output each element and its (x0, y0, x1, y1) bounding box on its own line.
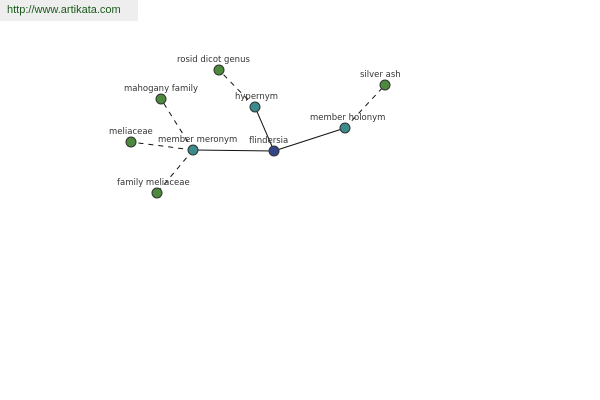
node-label-rosid-dicot-genus[interactable]: rosid dicot genus (177, 55, 250, 65)
node-family-meliaceae[interactable] (151, 187, 163, 199)
nodes-layer (125, 64, 391, 199)
node-mahogany-family[interactable] (155, 93, 167, 105)
node-meliaceae[interactable] (125, 136, 137, 148)
node-label-flindersia[interactable]: flindersia (249, 136, 288, 146)
edge-member-meronym-to-meliaceae (130, 141, 194, 151)
node-label-family-meliaceae[interactable]: family meliaceae (117, 178, 190, 188)
node-label-silver-ash[interactable]: silver ash (360, 70, 401, 80)
node-label-member-meronym[interactable]: member meronym (158, 135, 237, 145)
edges-layer (130, 69, 386, 194)
node-flindersia[interactable] (268, 145, 280, 157)
node-label-member-holonym[interactable]: member holonym (310, 113, 385, 123)
node-hypernym[interactable] (249, 101, 261, 113)
node-rosid-dicot-genus[interactable] (213, 64, 225, 76)
node-label-mahogany-family[interactable]: mahogany family (124, 84, 198, 94)
node-label-hypernym[interactable]: hypernym (235, 92, 278, 102)
edge-flindersia-to-member-meronym (192, 149, 275, 152)
edge-hypernym-to-rosid-dicot-genus (218, 69, 256, 108)
source-url[interactable]: http://www.artikata.com (0, 0, 138, 21)
labels-layer: flindersia hypernym member holonym member m… (109, 55, 401, 188)
node-silver-ash[interactable] (379, 79, 391, 91)
node-member-meronym[interactable] (187, 144, 199, 156)
edge-flindersia-to-hypernym (254, 106, 275, 152)
node-member-holonym[interactable] (339, 122, 351, 134)
edge-member-meronym-to-mahogany-family (160, 98, 194, 151)
edge-flindersia-to-member-holonym (273, 127, 346, 152)
node-label-meliaceae[interactable]: meliaceae (109, 127, 153, 137)
